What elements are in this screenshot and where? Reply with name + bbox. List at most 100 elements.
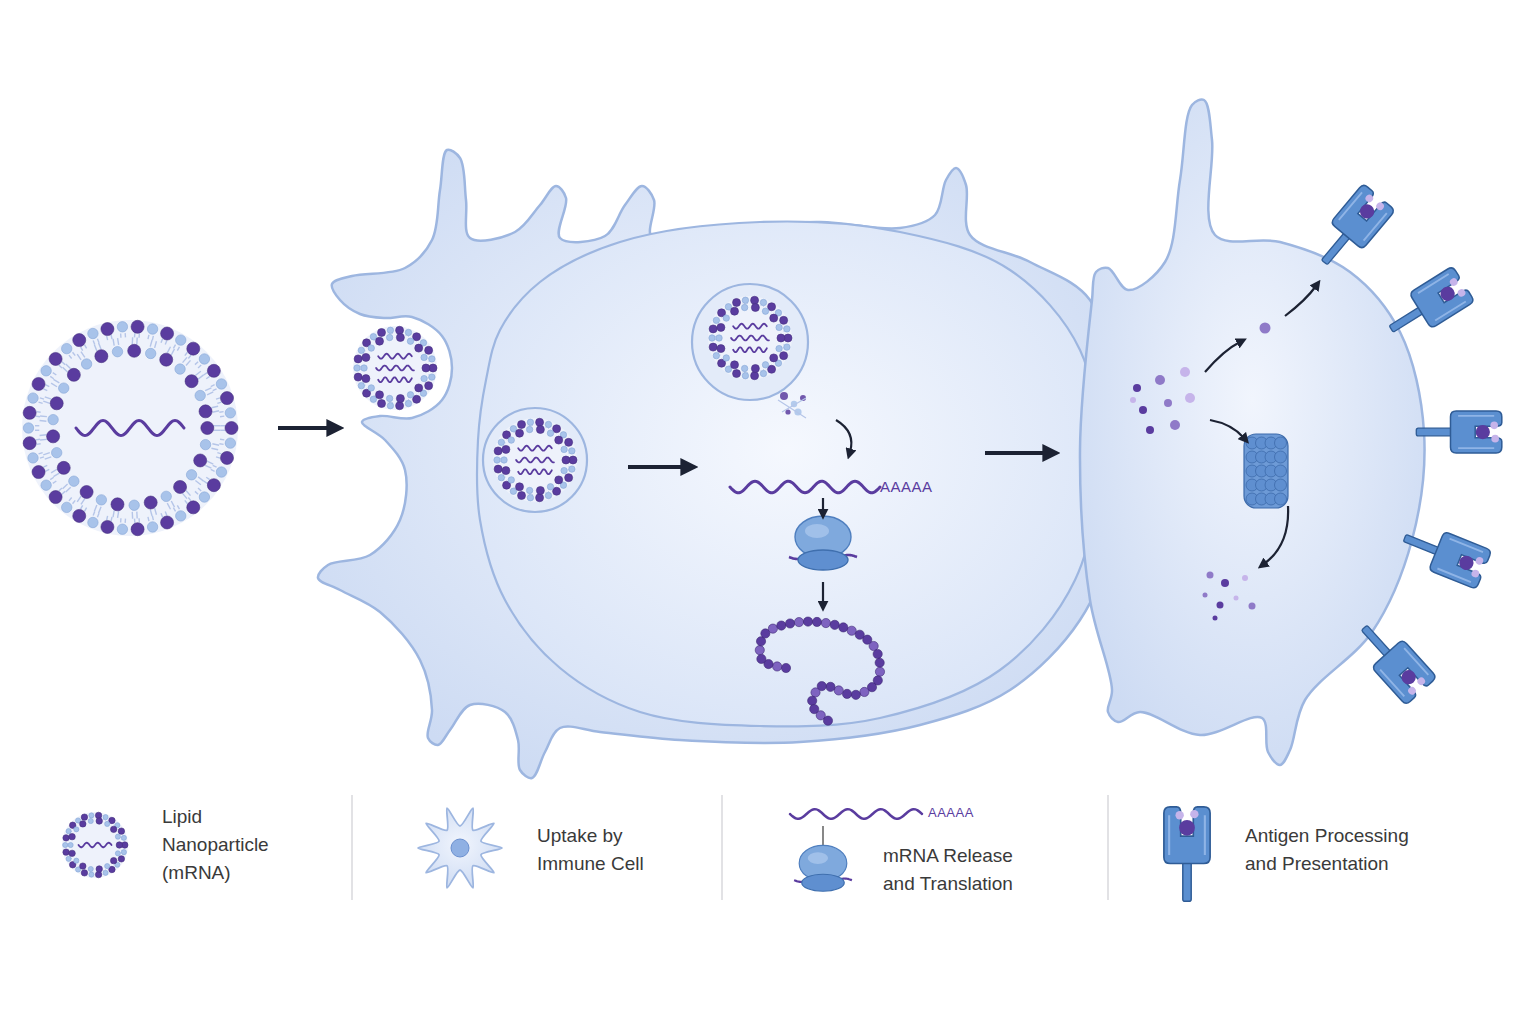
lipid-tail: [155, 508, 157, 515]
lipid-head: [407, 392, 413, 398]
lipid-tail: [50, 477, 54, 479]
lipid-tail: [43, 401, 50, 403]
mhc-highlight: [1380, 648, 1428, 696]
legend-item: mRNA Release and Translation: [883, 842, 1038, 898]
process-arrow: [1210, 420, 1244, 438]
presented-peptide: [1399, 667, 1419, 687]
lipid-head: [536, 494, 544, 502]
lipid-head: [28, 393, 38, 403]
lipid-head: [96, 818, 102, 824]
lipid-tail: [43, 389, 47, 391]
lipid-tail: [136, 338, 138, 345]
lipid-head: [63, 842, 68, 847]
lipid-tail: [93, 512, 95, 516]
mhc-receptor: [1416, 411, 1502, 453]
lipid-head: [358, 382, 364, 388]
lipid-head: [362, 375, 370, 383]
lipid-head: [555, 436, 563, 444]
lipid-head: [510, 488, 516, 494]
lipid-tail: [742, 372, 743, 373]
lipid-tail: [124, 519, 126, 523]
lipid-tails: [67, 817, 122, 872]
lipid-tail: [150, 509, 152, 516]
lipid-head: [175, 364, 185, 374]
lipid-head: [762, 362, 768, 368]
presented-peptide: [1490, 422, 1498, 430]
lipid-head: [378, 400, 386, 408]
lipid-tail: [551, 428, 552, 429]
cell-layer: [318, 99, 1425, 778]
lnp-core: [62, 812, 128, 878]
lipid-head: [185, 375, 198, 388]
lipid-tail: [59, 488, 62, 491]
lipid-head: [415, 384, 423, 392]
lipid-head: [101, 323, 114, 336]
peptide: [1130, 397, 1136, 403]
lipid-head: [187, 342, 200, 355]
lipid-head: [66, 856, 71, 861]
divider-line: [351, 795, 352, 900]
lipid-tail: [411, 398, 412, 399]
peptide-fragment: [1221, 579, 1229, 587]
lipid-head: [776, 345, 782, 351]
lipid-head: [733, 298, 741, 306]
legend-mrna-icon: [790, 809, 922, 819]
lipid-head: [425, 346, 433, 354]
mhc-highlight: [1418, 274, 1466, 321]
lipid-tail: [40, 439, 47, 441]
lipid-head: [201, 422, 214, 435]
lipid-head: [131, 320, 144, 333]
amino-acid: [821, 618, 830, 627]
peptide: [1146, 426, 1154, 434]
lipid-head: [565, 438, 573, 446]
proteasome-subunit: [1275, 465, 1287, 477]
peptide: [1260, 323, 1271, 334]
lipid-head: [23, 406, 36, 419]
lipid-tail: [183, 357, 187, 362]
amino-acid: [875, 667, 884, 676]
lipid-head: [516, 429, 524, 437]
mhc-receptor: [1380, 266, 1475, 347]
lipid-head: [562, 456, 570, 464]
lipid-head: [62, 502, 72, 512]
lipid-head: [88, 517, 98, 527]
peptide-fragment: [1249, 603, 1256, 610]
amino-acid: [875, 658, 884, 667]
lipid-nanoparticle: [708, 296, 792, 380]
amino-acid: [860, 687, 869, 696]
lipid-head: [207, 479, 220, 492]
presented-peptide: [1448, 277, 1458, 287]
amino-acid: [839, 623, 848, 632]
lipid-head: [405, 400, 411, 406]
peptide-fragment: [1203, 593, 1208, 598]
lipid-tail: [185, 352, 188, 355]
peptide: [1139, 406, 1147, 414]
mhc-receptor: [1349, 614, 1437, 706]
lipid-tail: [81, 352, 85, 358]
lipid-tail: [221, 425, 225, 426]
lipid-tail: [185, 500, 188, 503]
mrna-strand: [76, 421, 184, 436]
lipid-head: [555, 476, 563, 484]
amino-acid: [811, 688, 820, 697]
lnp-core: [22, 320, 238, 536]
lipid-tail: [45, 397, 52, 399]
lipid-head: [516, 483, 524, 491]
lipid-heads: [63, 812, 128, 878]
lipid-tail: [186, 360, 190, 365]
lipid-tails: [715, 303, 786, 373]
lipid-tail: [132, 337, 134, 344]
lipid-tail: [221, 430, 225, 431]
lipid-tail: [213, 389, 217, 391]
lipid-tail: [36, 439, 40, 441]
mhc-body: [1451, 411, 1502, 453]
peptide-fragment: [1207, 572, 1214, 579]
lipid-tail: [195, 491, 198, 494]
lipid-tail: [81, 499, 85, 505]
mhc-body: [1372, 639, 1437, 705]
lipid-head: [413, 333, 421, 341]
lipid-head: [770, 314, 778, 322]
lipid-head: [28, 453, 38, 463]
lipid-tail: [84, 508, 86, 512]
lipid-head: [716, 335, 722, 341]
